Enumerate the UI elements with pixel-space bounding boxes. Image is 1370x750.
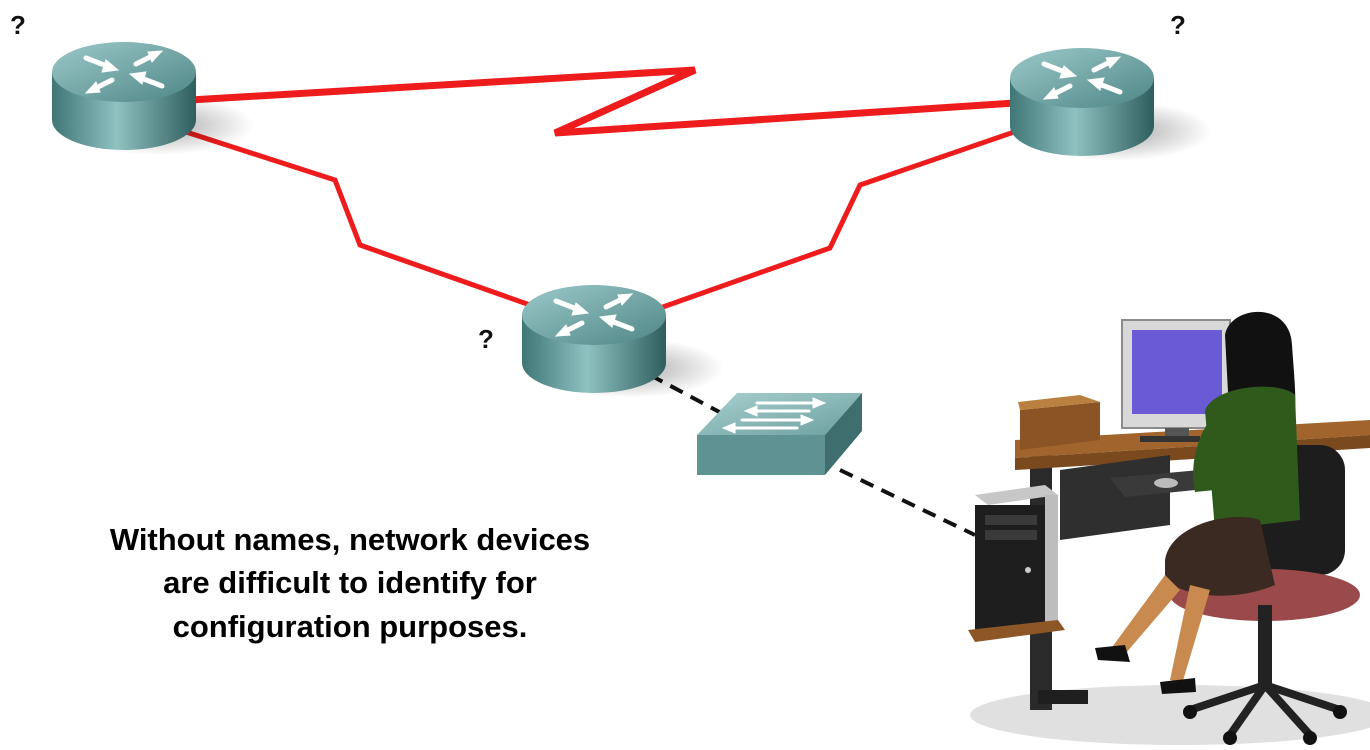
switch-icon[interactable] [697,393,862,475]
serial-link-left [179,127,531,308]
router-icon[interactable] [522,285,724,398]
ethernet-link-router-switch [649,373,726,417]
router-unknown-name-label: ? [1170,10,1186,40]
caption-line: are difficult to identify for [163,565,537,601]
serial-link-right [659,127,1021,311]
caption-line: configuration purposes. [172,608,528,644]
user-at-workstation [968,311,1370,745]
caption-line: Without names, network devices [109,522,591,557]
router-icon[interactable] [1010,48,1212,161]
ethernet-link-switch-pc [839,468,976,537]
serial-link-top [189,66,1016,137]
router-unknown-name-label: ? [10,10,26,40]
router-unknown-name-label: ? [478,324,494,354]
diagram-caption: Without names, network devices are diffi… [40,518,660,648]
